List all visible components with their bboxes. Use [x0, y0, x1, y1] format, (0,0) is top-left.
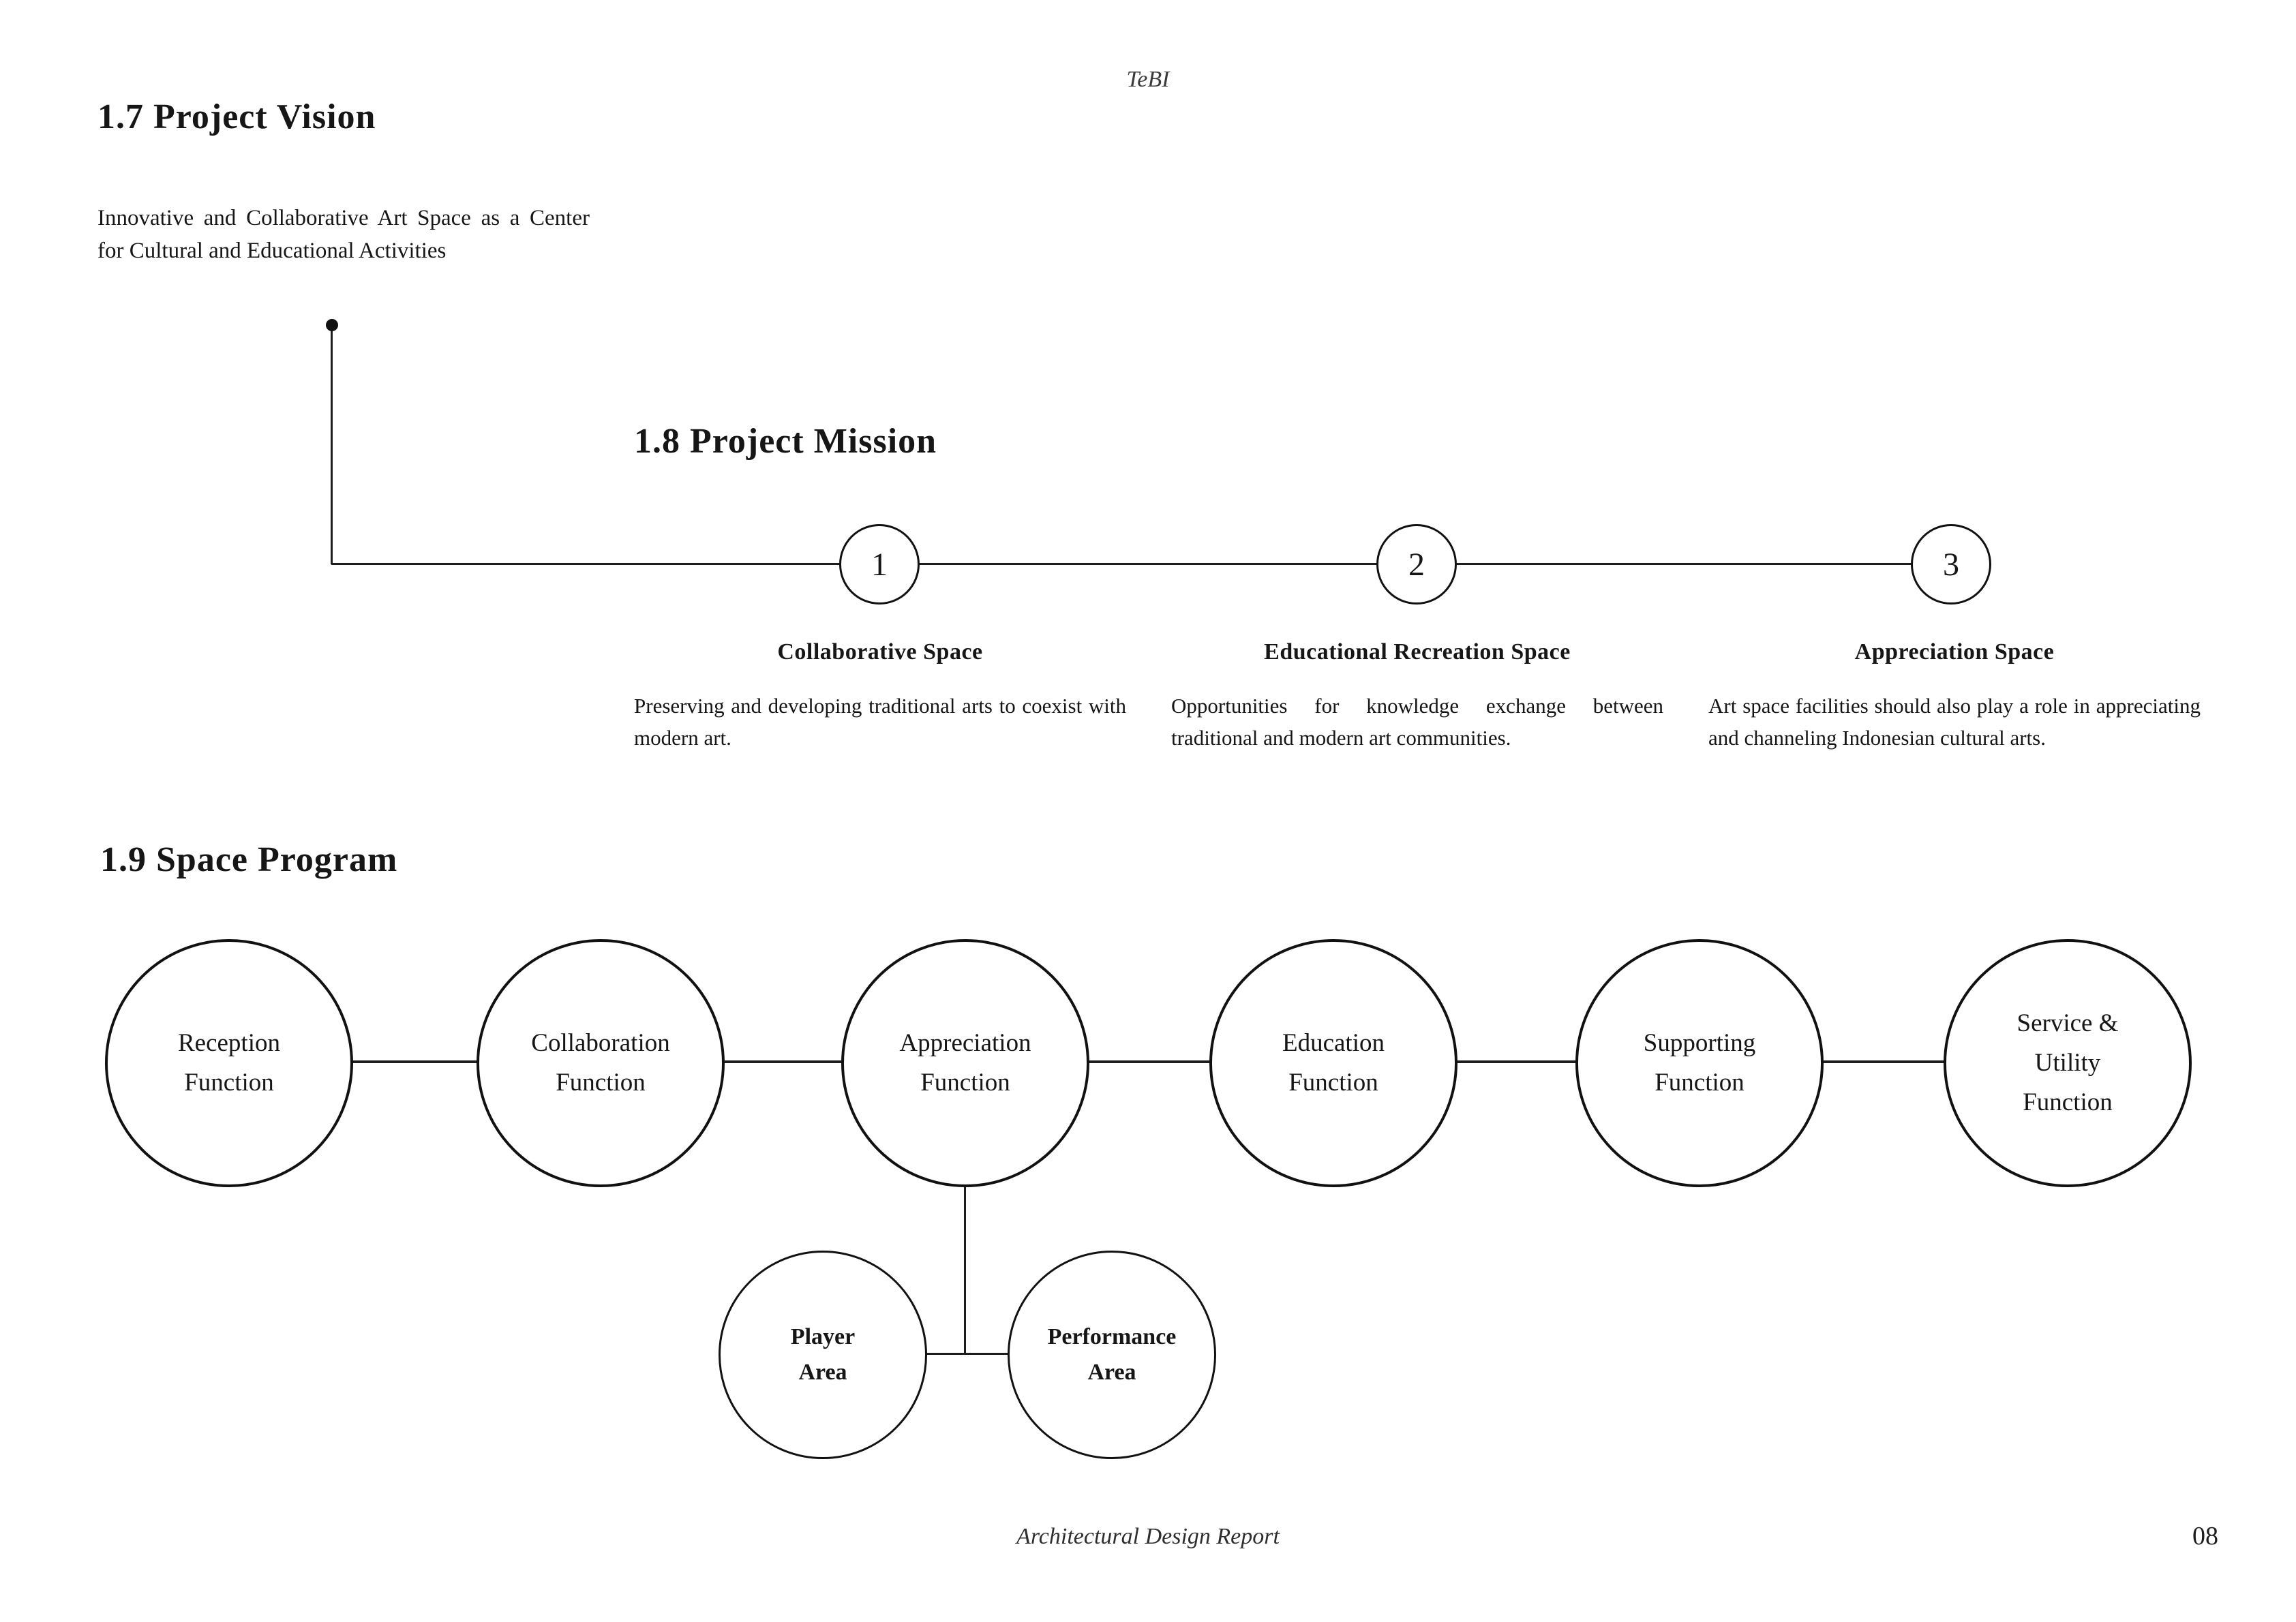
program-node-label: Education Function — [1282, 1029, 1385, 1097]
mission-milestone-circle-2: 2 — [1376, 524, 1457, 605]
timeline-vertical-connector-line — [331, 325, 333, 564]
program-subnode-player-area: Player Area — [719, 1251, 927, 1459]
subnode-horizontal-connector-line — [823, 1353, 1112, 1355]
program-subnode-label: Performance Area — [1047, 1324, 1177, 1385]
milestone-number: 3 — [1943, 546, 1959, 583]
mission-item-title: Appreciation Space — [1854, 639, 2055, 664]
mission-item-title: Collaborative Space — [777, 639, 983, 664]
footer-report-title: Architectural Design Report — [1016, 1524, 1280, 1549]
project-vision-statement: Innovative and Collaborative Art Space a… — [97, 206, 590, 263]
mission-item-description: Opportunities for knowledge exchange bet… — [1171, 694, 1663, 750]
program-node-supporting-function: Supporting Function — [1575, 939, 1824, 1187]
program-subnode-label: Player Area — [790, 1324, 856, 1385]
appreciation-subnode-connector-line — [964, 1186, 966, 1355]
program-node-label: Appreciation Function — [899, 1029, 1031, 1097]
program-chain-connector-line — [229, 1060, 2068, 1063]
program-node-label: Reception Function — [177, 1029, 280, 1097]
mission-item-collaborative-space: Collaborative Space Preserving and devel… — [634, 639, 1126, 754]
program-node-service-utility-function: Service & Utility Function — [1944, 939, 2192, 1187]
timeline-origin-dot — [326, 319, 338, 331]
milestone-number: 2 — [1408, 546, 1425, 583]
document-header-note: TeBI — [1126, 67, 1170, 92]
page-number: 08 — [2192, 1522, 2218, 1550]
mission-milestone-circle-1: 1 — [839, 524, 920, 605]
mission-item-description: Art space facilities should also play a … — [1708, 694, 2201, 750]
program-node-collaboration-function: Collaboration Function — [477, 939, 725, 1187]
mission-milestone-circle-3: 3 — [1911, 524, 1991, 605]
section-heading-project-vision: 1.7 Project Vision — [97, 97, 376, 136]
program-node-reception-function: Reception Function — [105, 939, 353, 1187]
milestone-number: 1 — [871, 546, 888, 583]
mission-item-title: Educational Recreation Space — [1264, 639, 1571, 664]
program-node-education-function: Education Function — [1209, 939, 1457, 1187]
mission-item-appreciation-space: Appreciation Space Art space facilities … — [1708, 639, 2201, 754]
section-heading-space-program: 1.9 Space Program — [100, 840, 398, 879]
program-node-appreciation-function: Appreciation Function — [841, 939, 1089, 1187]
section-heading-project-mission: 1.8 Project Mission — [634, 422, 937, 461]
program-node-label: Service & Utility Function — [2016, 1009, 2119, 1116]
mission-item-educational-recreation-space: Educational Recreation Space Opportuniti… — [1171, 639, 1663, 754]
program-node-label: Supporting Function — [1643, 1029, 1756, 1097]
program-node-label: Collaboration Function — [531, 1029, 670, 1097]
timeline-horizontal-line — [331, 563, 1951, 565]
mission-item-description: Preserving and developing traditional ar… — [634, 694, 1126, 750]
program-subnode-performance-area: Performance Area — [1008, 1251, 1216, 1459]
